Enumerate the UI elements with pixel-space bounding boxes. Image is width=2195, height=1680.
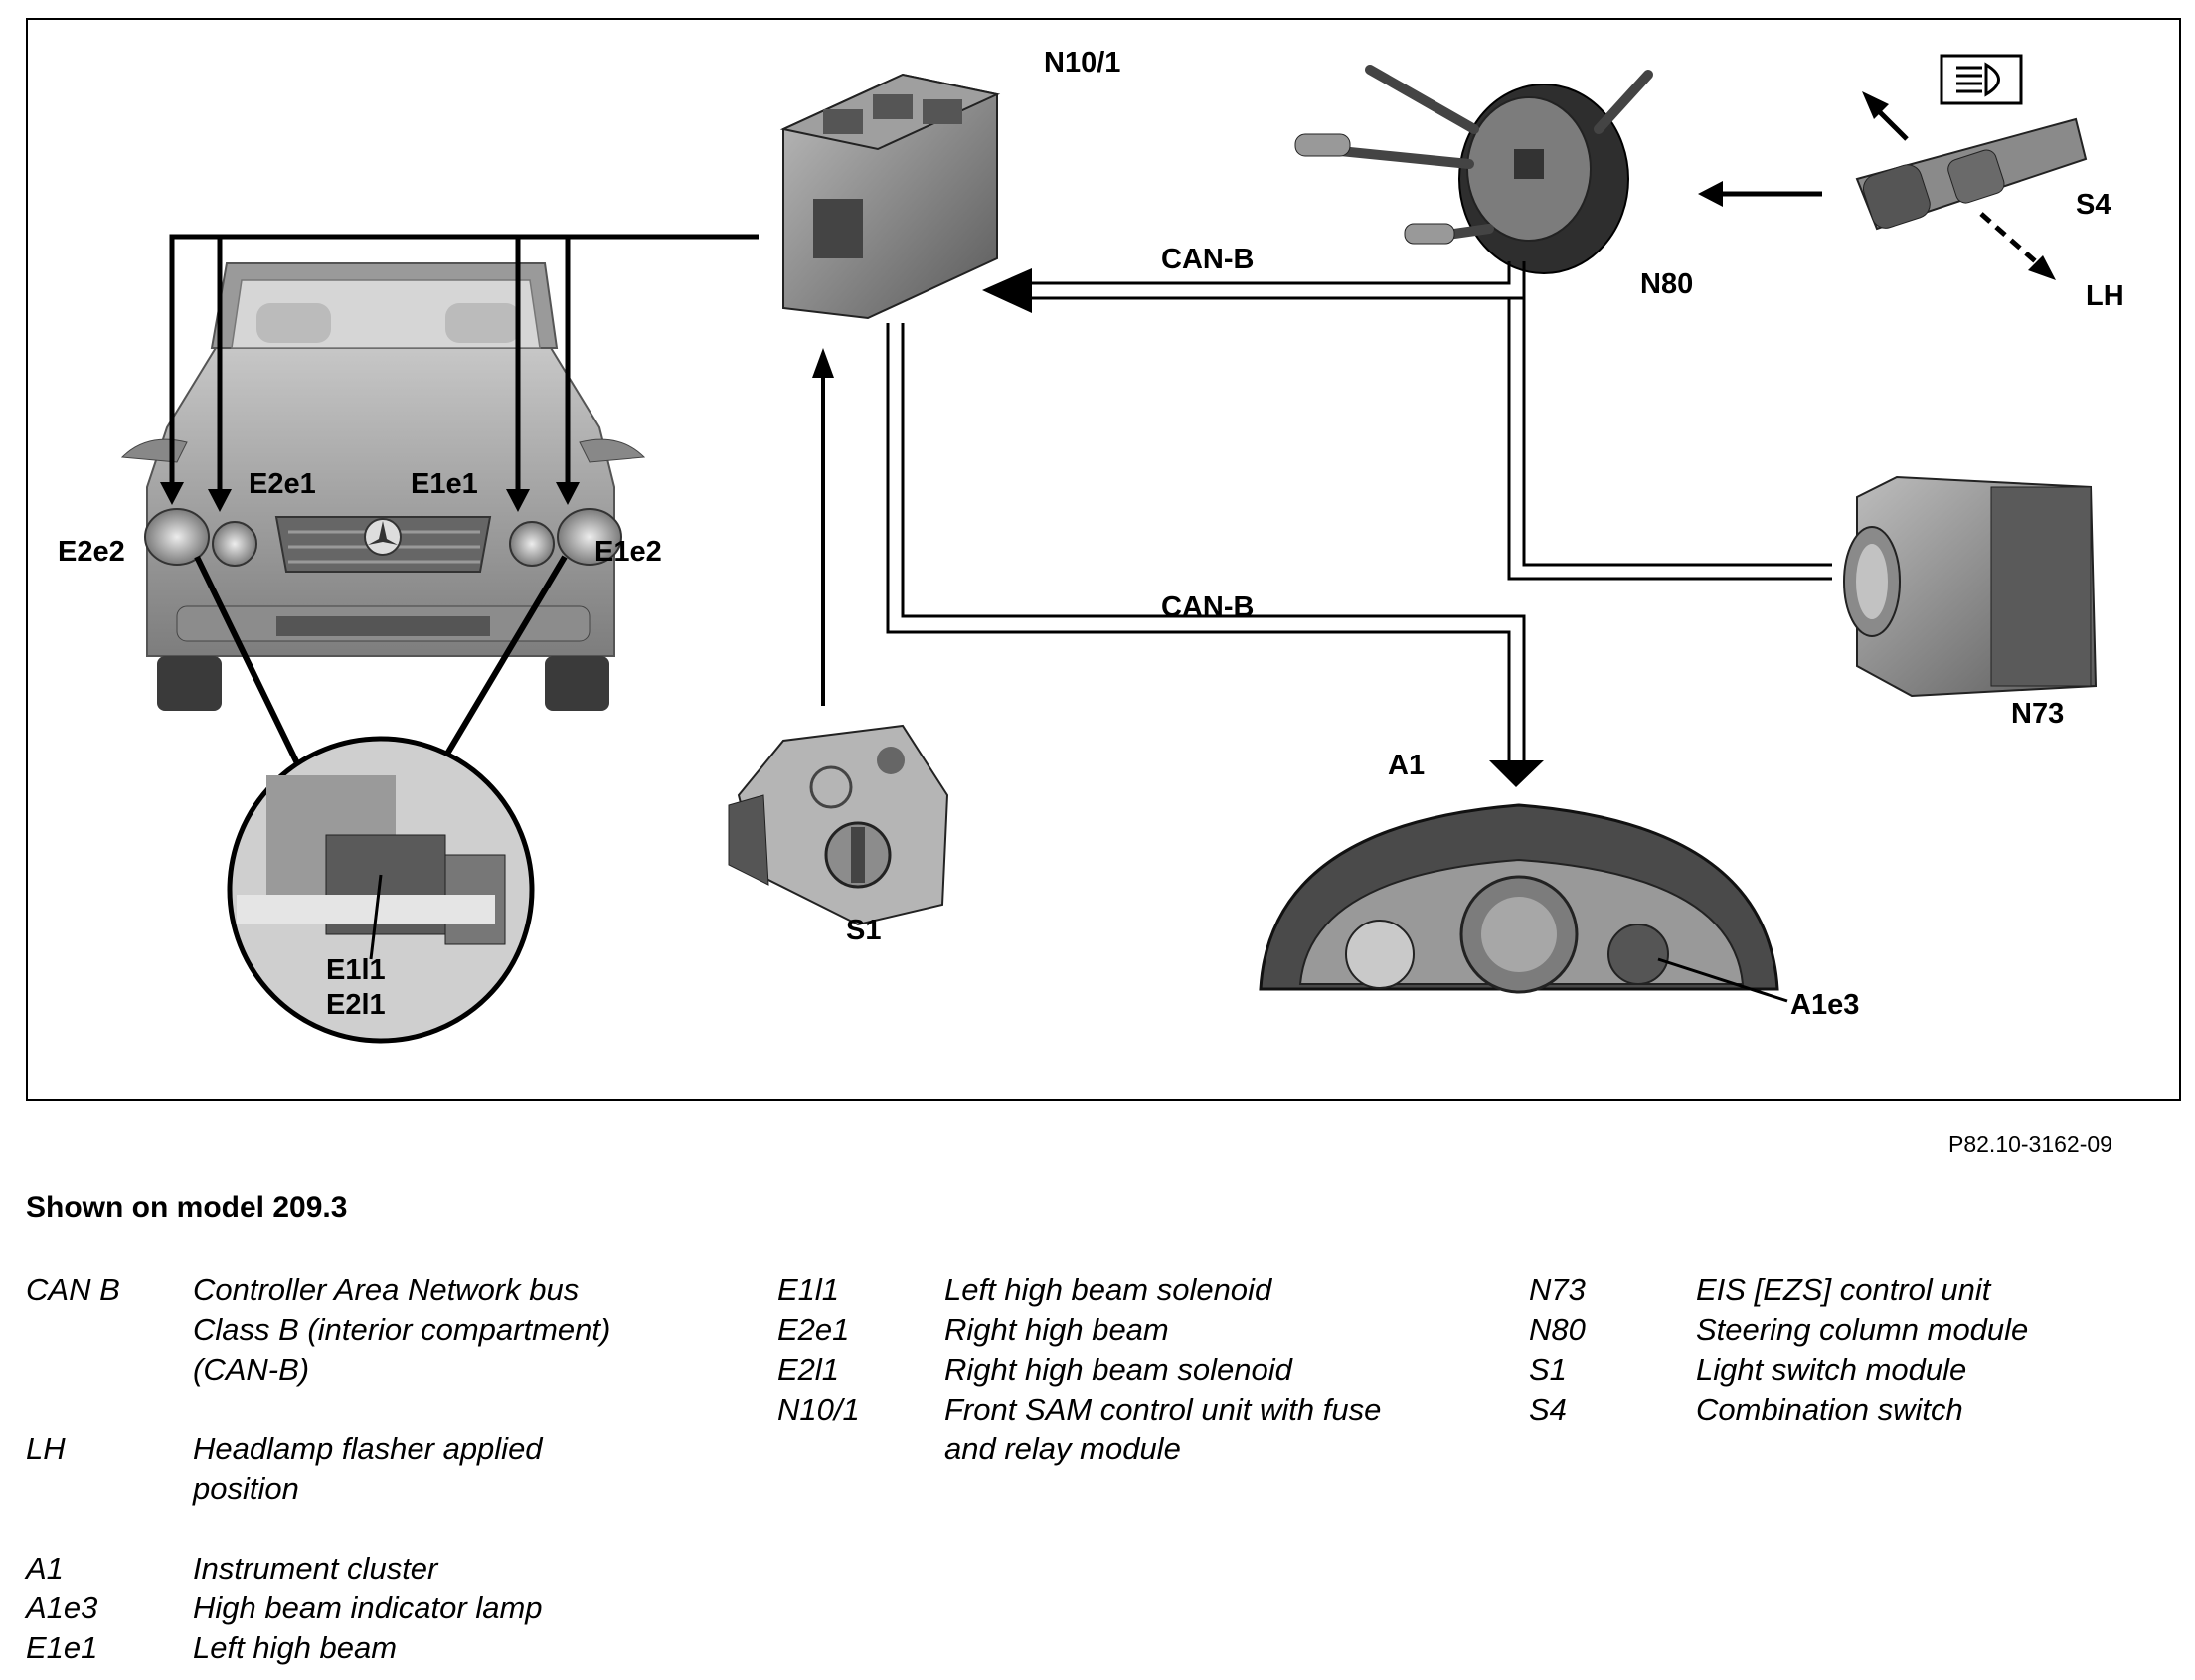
legend-column-2: E1l1 Left high beam solenoid E2e1 Right … bbox=[777, 1270, 1381, 1469]
legend-code: A1e3 bbox=[26, 1591, 98, 1625]
legend-code: N73 bbox=[1529, 1272, 1586, 1307]
legend-desc: Front SAM control unit with fuse and rel… bbox=[944, 1392, 1382, 1466]
legend-desc: Headlamp flasher applied position bbox=[193, 1431, 543, 1506]
legend-item: E2e1 Right high beam bbox=[777, 1310, 1381, 1350]
label-a1e3: A1e3 bbox=[1790, 989, 1859, 1021]
legend-code: E1e1 bbox=[26, 1630, 98, 1665]
solenoid-detail-magnifier bbox=[194, 555, 568, 1044]
legend-item: CAN B Controller Area Network bus Class … bbox=[26, 1270, 610, 1390]
legend-item: LH Headlamp flasher applied position bbox=[26, 1429, 610, 1509]
can-b-bus-n73 bbox=[1507, 298, 1832, 581]
wiring-diagram: N10/1 N80 S4 LH CAN-B CAN-B E2e1 E1e1 E2… bbox=[58, 47, 2124, 1044]
legend-desc: EIS [EZS] control unit bbox=[1696, 1272, 1991, 1307]
legend-code: N80 bbox=[1529, 1312, 1586, 1347]
legend-desc: Right high beam bbox=[944, 1312, 1169, 1347]
label-e1e1: E1e1 bbox=[411, 468, 478, 500]
n80-steering-column-module bbox=[1294, 65, 1653, 274]
legend-item: N73 EIS [EZS] control unit bbox=[1529, 1270, 2028, 1310]
legend-desc: Right high beam solenoid bbox=[944, 1352, 1292, 1387]
legend-code: CAN B bbox=[26, 1272, 120, 1307]
n10-1-front-sam-unit bbox=[779, 73, 1001, 320]
label-n73: N73 bbox=[2011, 698, 2064, 730]
legend-code: LH bbox=[26, 1431, 66, 1466]
legend-column-3: N73 EIS [EZS] control unit N80 Steering … bbox=[1529, 1270, 2028, 1429]
legend-code: S4 bbox=[1529, 1392, 1567, 1427]
figure-reference: P82.10-3162-09 bbox=[1948, 1131, 2112, 1157]
diagram-frame: N10/1 N80 S4 LH CAN-B CAN-B E2e1 E1e1 E2… bbox=[26, 18, 2181, 1101]
legend-desc: Controller Area Network bus Class B (int… bbox=[193, 1272, 611, 1387]
legend-code: A1 bbox=[26, 1551, 64, 1586]
legend-item: A1e3 High beam indicator lamp bbox=[26, 1589, 610, 1628]
legend-code: S1 bbox=[1529, 1352, 1567, 1387]
label-a1: A1 bbox=[1388, 750, 1425, 781]
legend-item: N10/1 Front SAM control unit with fuse a… bbox=[777, 1390, 1381, 1469]
label-n10-1: N10/1 bbox=[1044, 47, 1120, 79]
caption-title: Shown on model 209.3 bbox=[26, 1191, 348, 1224]
s4-flash-arrows bbox=[1698, 91, 2056, 280]
label-can-b-bottom: CAN-B bbox=[1161, 591, 1254, 623]
label-can-b-top: CAN-B bbox=[1161, 244, 1254, 275]
label-s4: S4 bbox=[2076, 189, 2111, 221]
legend-item: E1l1 Left high beam solenoid bbox=[777, 1270, 1381, 1310]
legend-item: N80 Steering column module bbox=[1529, 1310, 2028, 1350]
label-e1e2: E1e2 bbox=[594, 536, 662, 568]
headlamp-arrowheads bbox=[160, 482, 580, 512]
label-e2e1: E2e1 bbox=[249, 468, 316, 500]
legend-code: E2e1 bbox=[777, 1312, 850, 1347]
legend-code: N10/1 bbox=[777, 1392, 860, 1427]
legend-code: E2l1 bbox=[777, 1352, 840, 1387]
label-e1l1: E1l1 bbox=[326, 954, 386, 986]
legend-desc: Left high beam solenoid bbox=[944, 1272, 1272, 1307]
legend-item: S1 Light switch module bbox=[1529, 1350, 2028, 1390]
legend-desc: Light switch module bbox=[1696, 1352, 1967, 1387]
legend-desc: Left high beam bbox=[193, 1630, 398, 1665]
n73-eis-control-unit bbox=[1843, 475, 2098, 698]
s1-light-switch-module bbox=[728, 724, 949, 926]
s1-to-n10-1-arrow bbox=[812, 348, 834, 706]
n10-1-to-headlamps-lines bbox=[169, 234, 759, 495]
legend-item: E2l1 Right high beam solenoid bbox=[777, 1350, 1381, 1390]
legend-item: A1 Instrument cluster bbox=[26, 1549, 610, 1589]
a1-instrument-cluster bbox=[1259, 803, 1788, 1003]
s4-combination-switch bbox=[1855, 54, 2088, 231]
legend-code: E1l1 bbox=[777, 1272, 840, 1307]
legend-item: S4 Combination switch bbox=[1529, 1390, 2028, 1429]
legend-desc: High beam indicator lamp bbox=[193, 1591, 543, 1625]
can-b-bus-bottom bbox=[886, 323, 1544, 787]
legend-desc: Instrument cluster bbox=[193, 1551, 438, 1586]
label-lh: LH bbox=[2086, 280, 2124, 312]
label-e2l1: E2l1 bbox=[326, 989, 386, 1021]
label-e2e2: E2e2 bbox=[58, 536, 125, 568]
legend-desc: Combination switch bbox=[1696, 1392, 1963, 1427]
label-s1: S1 bbox=[846, 915, 881, 946]
legend-column-1: CAN B Controller Area Network bus Class … bbox=[26, 1270, 610, 1668]
legend-item: E1e1 Left high beam bbox=[26, 1628, 610, 1668]
label-n80: N80 bbox=[1640, 268, 1693, 300]
legend-desc: Steering column module bbox=[1696, 1312, 2029, 1347]
